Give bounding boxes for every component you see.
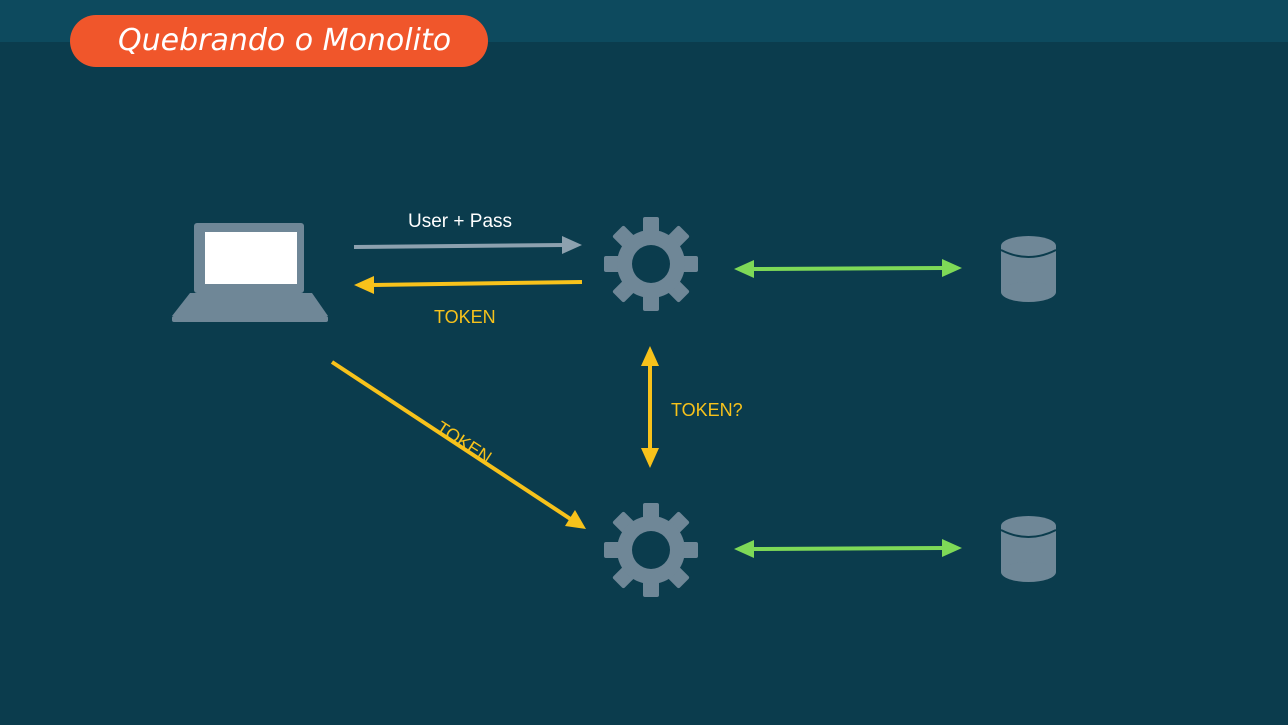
token-direct-arrow [330,360,586,529]
database-icon [1000,516,1057,582]
gear-icon [604,503,698,597]
token-validation-label: TOKEN? [671,400,743,420]
database-icon [1000,236,1057,302]
token-return-arrow [354,276,583,294]
title-badge: Quebrando o Monolito [70,15,488,67]
token-validation-arrow [641,346,659,468]
login-arrow [353,236,582,254]
db-arrow-bottom [734,539,962,558]
login-label: User + Pass [408,211,513,232]
laptop-icon [172,223,328,322]
gear-icon [604,217,698,311]
db-arrow-top [734,259,962,278]
slide-title: Quebrando o Monolito [118,23,452,58]
token-return-label: TOKEN [434,307,496,327]
